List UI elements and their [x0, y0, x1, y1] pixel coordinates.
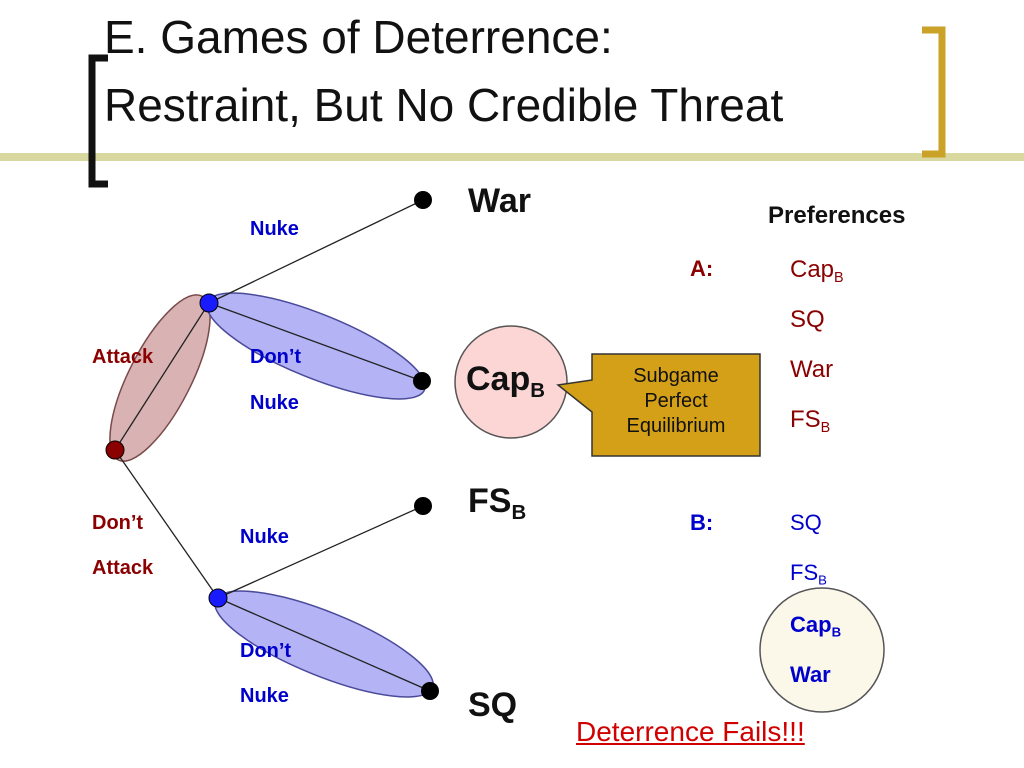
label-nuke-bottom: Nuke: [240, 526, 289, 548]
pref-b-item-3-sub: B: [831, 624, 842, 640]
terminal-fs: [414, 497, 432, 515]
outcome-fs-sub: B: [511, 502, 527, 525]
title-line-2: Restraint, But No Credible Threat: [104, 79, 784, 131]
pref-a-item-1-text: Cap: [790, 256, 835, 283]
pref-a-label: A:: [690, 256, 714, 281]
label-dont-nuke-top-1: Don’t: [250, 346, 302, 368]
pref-a-item-1-sub: B: [834, 270, 844, 287]
label-attack: Attack: [92, 346, 154, 368]
pref-a-item-4: FSB: [790, 406, 831, 437]
edge-attack: [114, 302, 210, 451]
right-bracket: [922, 26, 946, 158]
pref-a-item-4-text: FS: [790, 406, 821, 433]
outcome-fs-text: FS: [468, 482, 512, 520]
b-preference-circle: [759, 587, 885, 713]
pref-b-item-2-text: FS: [790, 560, 819, 585]
pref-a-item-1: CapB: [790, 256, 844, 287]
outcome-sq: SQ: [468, 686, 518, 724]
deterrence-fails-text: Deterrence Fails!!!: [576, 716, 805, 747]
pref-b-item-4: War: [790, 662, 831, 687]
node-b-bottom: [208, 588, 228, 608]
outcome-cap: CapB: [466, 360, 545, 403]
label-dont-nuke-top-2: Nuke: [250, 392, 299, 414]
pref-b-label: B:: [690, 510, 714, 535]
label-dont-attack-2: Attack: [92, 557, 154, 579]
outcome-war: War: [468, 182, 531, 220]
terminal-cap: [413, 372, 431, 390]
spe-callout: Subgame Perfect Equilibrium: [592, 364, 760, 439]
pref-b-item-3-text: Cap: [790, 612, 832, 637]
title-rule: [0, 153, 1024, 161]
pref-b-item-3: CapB: [790, 612, 842, 640]
root-node: [105, 440, 125, 460]
label-dont-nuke-bottom-1: Don’t: [240, 640, 292, 662]
node-b-top: [199, 293, 219, 313]
callout-line-2: Perfect: [644, 390, 708, 412]
pref-a-item-4-sub: B: [820, 420, 831, 437]
callout-shape: [556, 353, 761, 457]
title-line-1: E. Games of Deterrence:: [104, 11, 613, 63]
terminal-sq: [421, 682, 439, 700]
pref-b-item-2-sub: B: [818, 572, 827, 588]
pref-a-item-3: War: [790, 356, 834, 383]
callout-line-3: Equilibrium: [626, 415, 726, 437]
edge-nuke-bottom: [217, 505, 424, 599]
edge-nuke-top: [208, 199, 424, 304]
pref-b-item-2: FSB: [790, 560, 827, 588]
cap-highlight-circle: [454, 325, 568, 439]
label-nuke-top: Nuke: [250, 218, 299, 240]
callout-line-1: Subgame: [633, 365, 719, 387]
label-dont-attack-1: Don’t: [92, 512, 144, 534]
outcome-cap-text: Cap: [466, 360, 531, 398]
edge-dont-nuke-bottom: [217, 597, 431, 692]
edge-dont-nuke-top: [208, 302, 423, 382]
top-dont-nuke-info-set: [206, 292, 426, 400]
pref-a-item-2: SQ: [790, 306, 825, 333]
preferences-heading: Preferences: [768, 202, 906, 229]
left-bracket: [88, 54, 108, 188]
outcome-fs: FSB: [468, 482, 527, 525]
outcome-cap-sub: B: [530, 380, 545, 403]
label-dont-nuke-bottom-2: Nuke: [240, 685, 289, 707]
terminal-war: [414, 191, 432, 209]
pref-b-item-1: SQ: [790, 510, 822, 535]
edge-dont-attack: [114, 449, 219, 599]
